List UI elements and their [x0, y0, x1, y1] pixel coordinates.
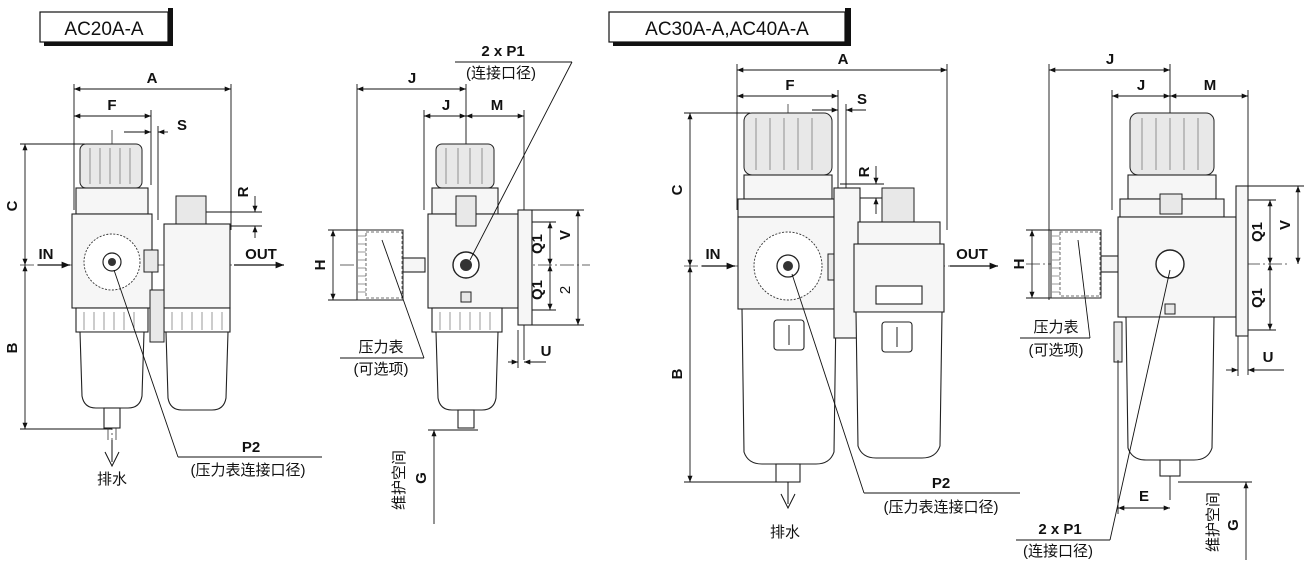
ac30-40-side-view: J J M H V Q1 Q1 U [1011, 51, 1304, 560]
dim-q1-lower-label-ac30: Q1 [1249, 288, 1266, 308]
p2-label-ac20: P2 [242, 439, 260, 456]
out-label-ac20: OUT [245, 246, 277, 263]
in-label-ac20: IN [39, 246, 54, 263]
gauge-label-ac20: 压力表 [358, 339, 403, 356]
dim-b-label-ac30: B [669, 368, 686, 379]
drain-label-ac30: 排水 [770, 524, 800, 541]
dim-v-label-ac20: V [557, 230, 574, 240]
maint-label-ac30: 维护空间 [1205, 492, 1222, 552]
dim-g-label-ac30: G [1225, 519, 1242, 531]
dim-a-label-ac30: A [838, 51, 849, 68]
dim-s-label: S [177, 117, 187, 134]
dim-c-label-ac30: C [669, 184, 686, 195]
dim-g-label-ac20: G [413, 472, 430, 484]
title-box-ac30-40: AC30A-A,AC40A-A [608, 8, 851, 46]
dim-2-label-ac20: 2 [557, 286, 574, 294]
dim-f-label: F [107, 97, 116, 114]
dim-c-label: C [4, 200, 21, 211]
dim-f-label-ac30: F [785, 77, 794, 94]
maint-label-ac20: 维护空间 [391, 450, 408, 510]
gauge-opt-label-ac20: (可选项) [354, 361, 409, 378]
dim-u-label-ac30: U [1263, 349, 1274, 366]
title-box-ac20: AC20A-A [39, 8, 173, 46]
ac20-front-view: A F S C B R IN OUT [4, 70, 322, 488]
dim-v-label-ac30: V [1277, 220, 1294, 230]
dim-h-label-ac30: H [1011, 259, 1028, 270]
drain-label-ac20: 排水 [97, 471, 127, 488]
dim-m-label-ac20: M [491, 97, 504, 114]
p1-label-ac30: 2 x P1 [1038, 521, 1081, 538]
dim-q1-upper-label-ac30: Q1 [1249, 222, 1266, 242]
dim-u-label-ac20: U [541, 343, 552, 360]
ac20-side-view: J J M H V 2 Q1 Q1 U [312, 43, 590, 524]
dim-e-label-ac30: E [1139, 488, 1149, 505]
in-label-ac30: IN [706, 246, 721, 263]
dim-r-label: R [235, 186, 252, 197]
p1-label-ac20: 2 x P1 [481, 43, 524, 60]
title-ac20: AC20A-A [64, 19, 144, 40]
p2-label-ac30: P2 [932, 475, 950, 492]
dim-s-label-ac30: S [857, 91, 867, 108]
p2-note-ac20: (压力表连接口径) [191, 462, 306, 479]
gauge-opt-label-ac30: (可选项) [1029, 342, 1084, 359]
gauge-label-ac30: 压力表 [1033, 319, 1078, 336]
p1-note-ac20: (连接口径) [466, 65, 536, 82]
dim-j-outer-label-ac20: J [408, 70, 416, 87]
dim-m-label-ac30: M [1204, 77, 1217, 94]
p1-note-ac30: (连接口径) [1023, 543, 1093, 560]
dim-q1-lower-label-ac20: Q1 [529, 280, 546, 300]
dim-j-inner-label-ac20: J [442, 97, 450, 114]
title-ac30-40: AC30A-A,AC40A-A [645, 19, 809, 40]
dim-j-outer-label-ac30: J [1106, 51, 1114, 68]
dim-j-inner-label-ac30: J [1137, 77, 1145, 94]
out-label-ac30: OUT [956, 246, 988, 263]
dim-h-label-ac20: H [312, 260, 329, 271]
dim-b-label: B [4, 342, 21, 353]
dim-r-label-ac30: R [856, 166, 873, 177]
p2-note-ac30: (压力表连接口径) [884, 499, 999, 516]
dim-a-label: A [147, 70, 158, 87]
ac30-40-front-view: A F S C B R IN OUT [669, 51, 1020, 541]
dim-q1-upper-label-ac20: Q1 [529, 234, 546, 254]
